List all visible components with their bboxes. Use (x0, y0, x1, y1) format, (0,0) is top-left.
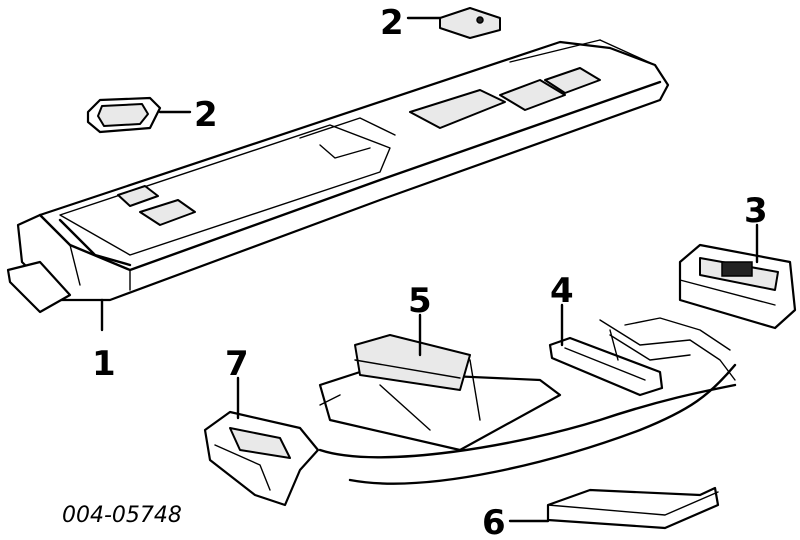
leader-lines (100, 16, 759, 523)
mounting-bracket (548, 329, 664, 397)
callout-1: 1 (92, 344, 116, 384)
callout-6: 6 (482, 503, 506, 540)
callout-7: 7 (225, 344, 249, 384)
console-housing (6, 39, 670, 314)
console-frame (318, 334, 562, 452)
callout-2-left: 2 (194, 95, 218, 135)
module-right (678, 243, 797, 330)
callout-4: 4 (550, 271, 574, 311)
part-code: 004-05748 (62, 503, 182, 528)
clip-upper (439, 7, 501, 39)
wiring-harness (318, 317, 737, 485)
bezel-left (86, 96, 162, 134)
callout-3: 3 (744, 191, 768, 231)
callout-5: 5 (408, 281, 432, 321)
pad (546, 486, 720, 530)
bracket-left (203, 410, 320, 507)
callout-2-upper: 2 (380, 3, 404, 43)
